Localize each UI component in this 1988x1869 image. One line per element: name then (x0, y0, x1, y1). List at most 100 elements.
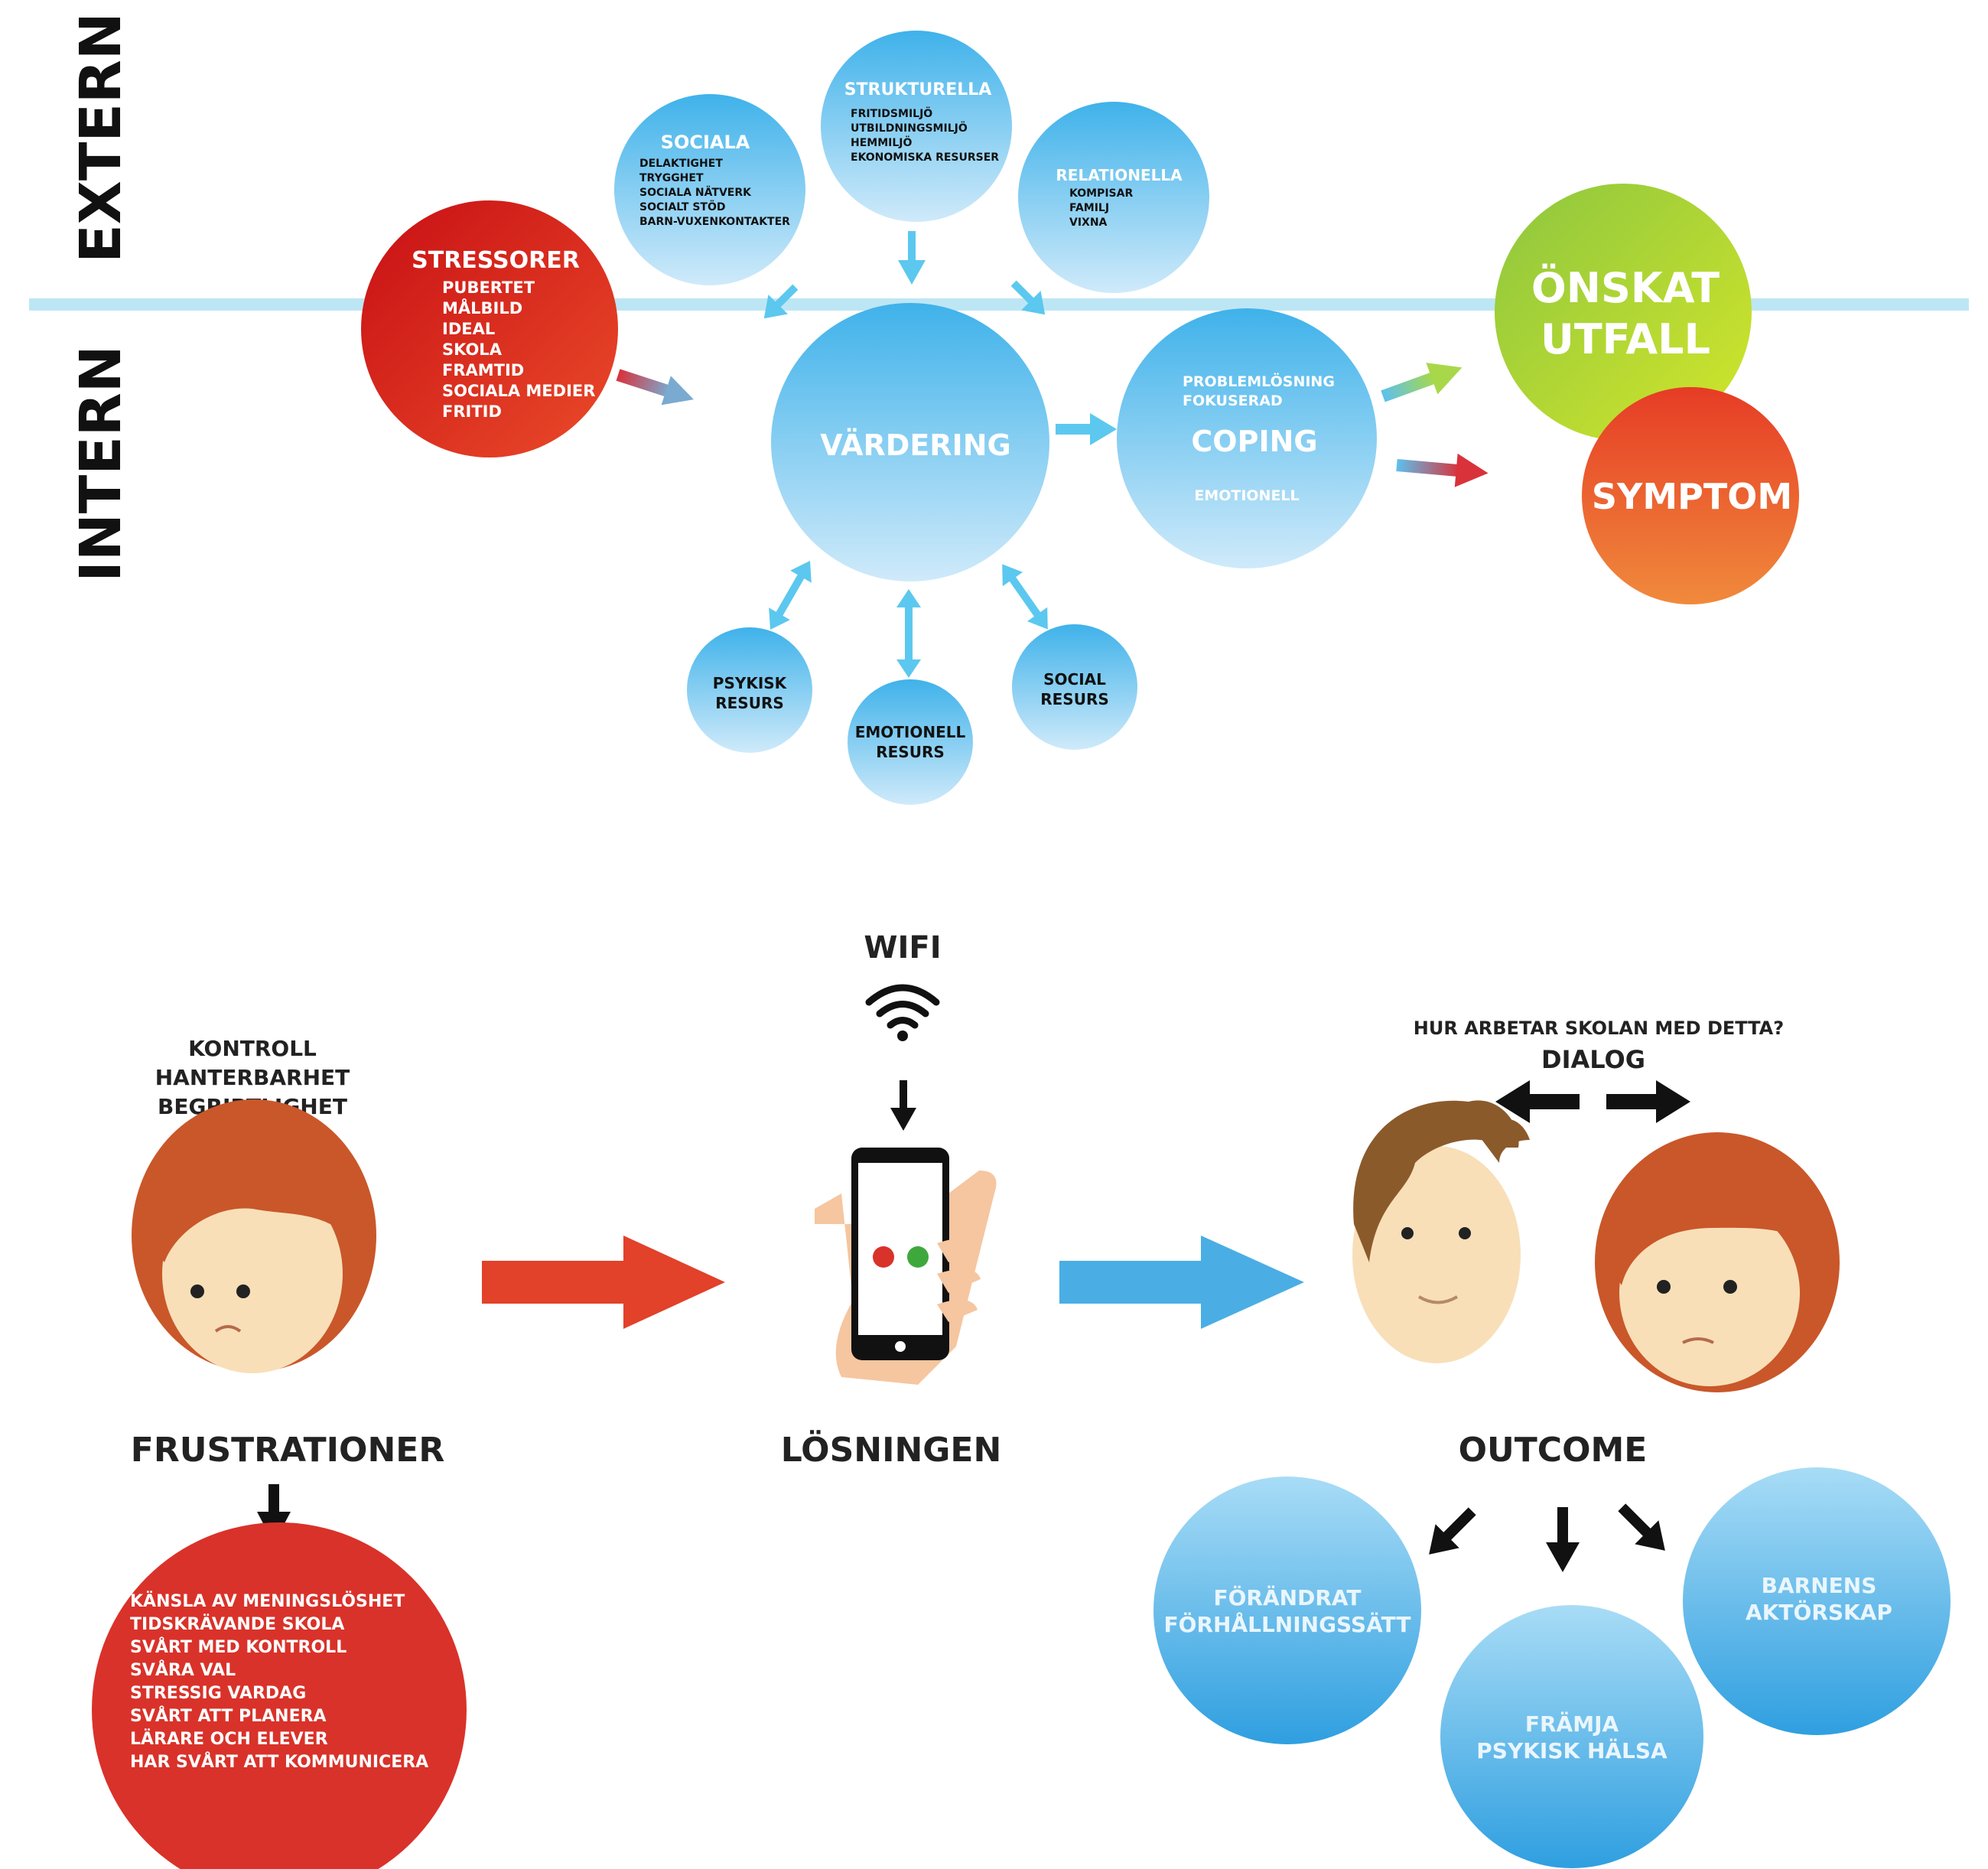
coping-emotion: EMOTIONELL (1194, 487, 1299, 504)
framja-line1: FRÄMJA (1525, 1711, 1619, 1737)
strukturella-item: UTBILDNINGSMILJÖ (851, 121, 968, 135)
psykisk-line1: PSYKISK (713, 674, 788, 692)
emotionell-line2: RESURS (876, 743, 945, 761)
onskat-line1: ÖNSKAT (1531, 264, 1720, 312)
symptom-circle (1582, 387, 1799, 604)
psykisk-line2: RESURS (715, 694, 784, 712)
barnens-line1: BARNENS (1762, 1573, 1877, 1598)
blue-right-arrow (1059, 1236, 1304, 1329)
sociala-item: SOCIALA NÄTVERK (639, 186, 752, 199)
coping-title: COPING (1191, 425, 1317, 458)
extern-arrows (763, 231, 1046, 319)
outcome-right-arrow (1618, 1503, 1665, 1551)
stressorer-item: MÅLBILD (442, 298, 522, 317)
sociala-item: BARN-VUXENKONTAKTER (639, 216, 790, 228)
strukturella-circle (821, 31, 1012, 222)
outcome-title: OUTCOME (1459, 1431, 1648, 1470)
social-resurs-circle (1012, 624, 1137, 750)
forandrat-circle (1153, 1477, 1421, 1744)
sad-child-face-icon (132, 1099, 376, 1373)
coping-problem-line1: PROBLEMLÖSNING (1183, 372, 1335, 390)
frustration-list: KÄNSLA AV MENINGSLÖSHET TIDSKRÄVANDE SKO… (130, 1591, 428, 1772)
framja-line2: PSYKISK HÄLSA (1476, 1737, 1668, 1763)
strukturella-item: HEMMILJÖ (851, 135, 912, 149)
relationella-item: KOMPISAR (1069, 187, 1133, 200)
stressorer-item: PUBERTET (442, 278, 535, 297)
frustration-item: TIDSKRÄVANDE SKOLA (130, 1614, 344, 1634)
emotionell-resurs-circle (848, 679, 973, 805)
relationella-arrow (1010, 280, 1046, 315)
phone-in-hand-icon (815, 1148, 997, 1385)
relationella-circle (1018, 102, 1209, 293)
strukturella-item: FRITIDSMILJÖ (851, 106, 932, 120)
emotionell-line1: EMOTIONELL (855, 723, 966, 741)
frustration-item: SVÅRT ATT PLANERA (130, 1706, 327, 1726)
coping-to-onskat-arrow (1381, 363, 1463, 402)
sociala-item: TRYGGHET (639, 172, 704, 184)
social-line2: RESURS (1040, 690, 1109, 708)
coping-circle (1117, 308, 1377, 568)
framja-circle (1440, 1605, 1703, 1868)
social-line1: SOCIAL (1043, 670, 1106, 689)
forandrat-line2: FÖRHÅLLNINGSSÄTT (1164, 1611, 1411, 1637)
extern-label: EXTERN (68, 12, 134, 263)
header-line: HANTERBARHET (155, 1065, 350, 1090)
frustration-circle (92, 1522, 467, 1869)
strukturella-arrow (898, 231, 926, 285)
stressorer-arrow (616, 369, 694, 405)
vardering-label: VÄRDERING (820, 428, 1010, 462)
red-right-arrow (482, 1236, 725, 1329)
strukturella-item: EKONOMISKA RESURSER (851, 151, 999, 164)
vardering-circle (771, 303, 1049, 581)
sociala-arrow (763, 284, 799, 319)
sociala-circle (614, 94, 805, 285)
outcome-center-arrow (1546, 1507, 1580, 1572)
barnens-circle (1683, 1467, 1951, 1735)
header-line: KONTROLL (188, 1036, 317, 1061)
frustration-item: SVÅRA VAL (130, 1660, 236, 1680)
coping-problem-line2: FOKUSERAD (1183, 392, 1283, 409)
barnens-line2: AKTÖRSKAP (1746, 1599, 1892, 1625)
wifi-label: WIFI (864, 930, 941, 965)
outcome-question: HUR ARBETAR SKOLAN MED DETTA? (1414, 1018, 1784, 1039)
psykisk-resurs-circle (687, 627, 812, 753)
wifi-down-arrow (890, 1080, 916, 1131)
relationella-title: RELATIONELLA (1056, 166, 1183, 184)
stressorer-item: FRAMTID (442, 361, 524, 379)
frustration-item: SVÅRT MED KONTROLL (130, 1637, 347, 1657)
onskat-utfall-circle (1495, 184, 1752, 441)
symptom-label: SYMPTOM (1592, 476, 1792, 517)
strukturella-title: STRUKTURELLA (844, 80, 992, 99)
stressorer-list: PUBERTET MÅLBILD IDEAL SKOLA FRAMTID SOC… (442, 278, 595, 421)
onskat-line2: UTFALL (1541, 315, 1710, 363)
relationella-item: FAMILJ (1069, 202, 1109, 214)
emotionell-arrow (896, 589, 921, 678)
relationella-item: VIXNA (1069, 217, 1108, 229)
psykisk-arrow (769, 560, 812, 630)
frustration-item: KÄNSLA AV MENINGSLÖSHET (130, 1591, 405, 1611)
wifi-icon (865, 984, 940, 1041)
losningen-title: LÖSNINGEN (781, 1429, 1002, 1470)
social-arrow (1002, 564, 1048, 630)
relationella-list: KOMPISAR FAMILJ VIXNA (1069, 187, 1133, 229)
sociala-title: SOCIALA (661, 132, 750, 153)
stressorer-item: SOCIALA MEDIER (442, 382, 595, 400)
outcome-left-arrow (1429, 1507, 1476, 1555)
intern-label: INTERN (68, 345, 134, 581)
stressorer-title: STRESSORER (412, 247, 580, 274)
stressorer-item: FRITID (442, 402, 502, 421)
dialog-label: DIALOG (1541, 1045, 1645, 1074)
stressorer-item: IDEAL (442, 320, 495, 338)
coping-to-symptom-arrow (1396, 453, 1489, 487)
teacher-face-icon (1352, 1100, 1530, 1363)
strukturella-list: FRITIDSMILJÖ UTBILDNINGSMILJÖ HEMMILJÖ E… (851, 106, 999, 164)
stressorer-circle (361, 200, 618, 457)
sociala-item: SOCIALT STÖD (639, 200, 726, 213)
forandrat-line1: FÖRÄNDRAT (1214, 1584, 1362, 1610)
child-face-icon (1595, 1132, 1840, 1392)
frustration-item: HAR SVÅRT ATT KOMMUNICERA (130, 1752, 428, 1772)
resource-arrows (769, 560, 1048, 678)
frustrationer-title: FRUSTRATIONER (131, 1431, 444, 1470)
